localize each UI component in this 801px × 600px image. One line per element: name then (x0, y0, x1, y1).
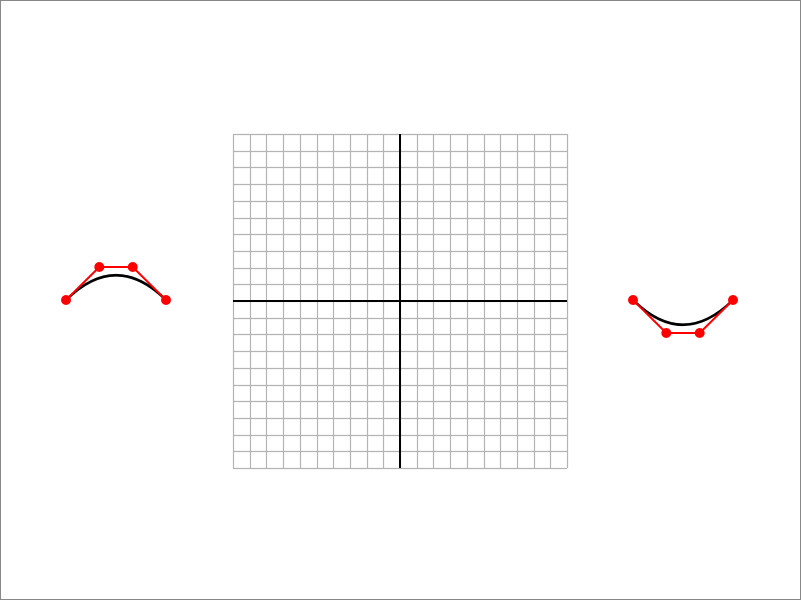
right-curve-path (632, 299, 734, 327)
right-bezier-group[interactable] (628, 295, 738, 338)
right-curve-control-point-2[interactable] (694, 328, 705, 338)
left-curve-control-polygon (65, 266, 167, 301)
right-curve-control-point-3[interactable] (728, 295, 738, 305)
left-bezier-group[interactable] (61, 262, 171, 305)
left-curve-control-point-3[interactable] (161, 295, 171, 305)
left-curve-control-point-1[interactable] (94, 262, 105, 272)
right-curve-control-point-1[interactable] (661, 328, 672, 338)
left-curve-control-point-2[interactable] (127, 262, 138, 272)
coordinate-axes (233, 134, 567, 468)
right-curve-control-polygon (632, 299, 734, 334)
left-curve-path (65, 273, 167, 301)
right-curve-control-point-0[interactable] (628, 295, 638, 305)
left-curve-control-point-0[interactable] (61, 295, 71, 305)
